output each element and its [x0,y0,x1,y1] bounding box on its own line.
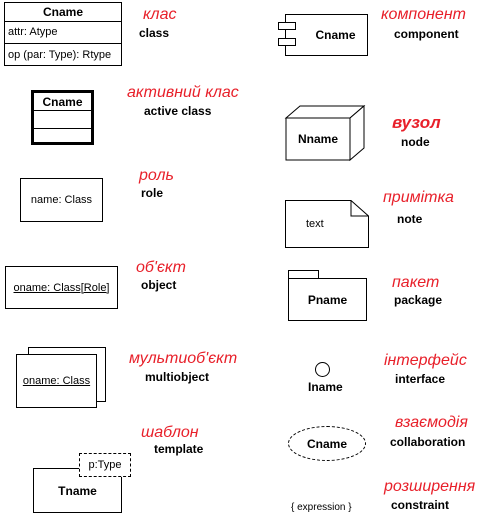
note-text: text [306,218,324,230]
constraint-expression: { expression } [291,502,352,513]
node-label-en: node [401,135,430,149]
active-class-symbol: Cname [31,90,94,145]
class-name: Cname [5,3,121,22]
node-name: Nname [297,132,338,146]
package-symbol: Pname [288,278,367,321]
template-label-ua: шаблон [141,424,199,441]
class-symbol: Cname attr: Atype op (par: Type): Rtype [4,2,122,66]
active-class-attributes [34,111,91,129]
class-attribute: attr: Atype [5,22,121,44]
component-tab-top [278,22,296,30]
active-class-label-ua: активний клас [127,84,239,101]
class-operation: op (par: Type): Rtype [8,49,112,61]
template-parameter-text: p:Type [88,459,122,471]
class-label-en: class [139,26,170,40]
template-name: Tname [58,483,97,498]
component-name: Cname [315,28,356,42]
template-parameter: p:Type [79,453,131,477]
multiobject-text: oname: Class [22,375,91,387]
multiobject-front: oname: Class [16,354,97,408]
component-symbol: Cname [285,14,368,56]
node-symbol [284,104,366,162]
node-label-ua: вузол [392,113,441,132]
note-symbol [285,200,369,248]
collaboration-label-ua: взаємодія [395,414,468,431]
object-symbol: oname: Class[Role] [5,266,118,309]
template-label-en: template [154,442,204,456]
interface-circle [315,362,330,377]
multiobject-label-ua: мультиоб'єкт [129,350,238,367]
package-label-en: package [394,293,443,307]
role-symbol: name: Class [20,178,103,222]
constraint-label-ua: розширення [384,478,476,495]
role-text: name: Class [30,194,93,206]
active-class-name: Cname [34,93,91,111]
note-label-ua: примітка [383,189,454,206]
object-text: oname: Class[Role] [13,281,110,294]
collaboration-name: Cname [306,436,347,451]
package-name: Pname [307,292,348,307]
collaboration-symbol: Cname [288,426,366,461]
active-class-label-en: active class [144,104,212,118]
interface-label-en: interface [395,372,446,386]
component-tab-bottom [278,38,296,46]
interface-label-ua: інтерфейс [384,352,467,369]
note-label-en: note [397,212,423,226]
role-label-en: role [141,186,164,200]
collaboration-label-en: collaboration [390,435,466,449]
class-label-ua: клас [143,6,177,23]
component-label-en: component [394,27,459,41]
package-label-ua: пакет [392,274,440,291]
multiobject-label-en: multiobject [145,370,210,384]
object-label-ua: об'єкт [136,259,186,276]
role-label-ua: роль [139,167,174,184]
object-label-en: object [141,278,177,292]
component-label-ua: компонент [381,6,466,23]
interface-name: Iname [308,380,343,394]
constraint-label-en: constraint [391,498,450,512]
